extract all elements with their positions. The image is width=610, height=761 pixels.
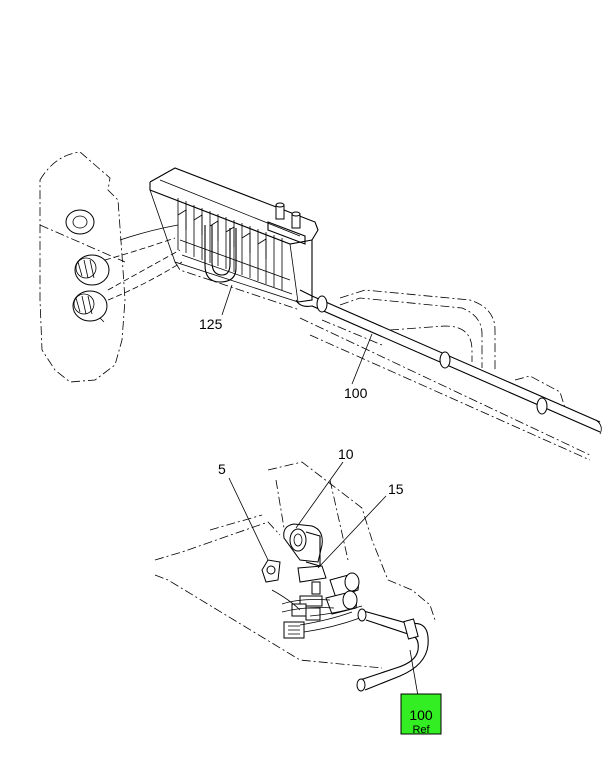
callout-15: 15 [388, 481, 404, 497]
ref-number: 100 [409, 707, 433, 723]
upper-assembly [39, 151, 602, 461]
ring-terminal-5 [261, 559, 281, 583]
lower-detail [154, 461, 436, 697]
callout-125: 125 [199, 316, 223, 332]
circuit-breaker-10 [283, 523, 323, 567]
terminal-posts [267, 202, 306, 245]
jumper-wire-125 [204, 225, 237, 283]
control-knob-middle [74, 254, 110, 286]
connector-plugs [283, 603, 321, 639]
bracket-15 [297, 565, 327, 607]
harness-loom-100 [295, 289, 602, 456]
callout-10: 10 [338, 446, 354, 462]
connector-pins [177, 198, 293, 295]
ref-label: Ref [412, 724, 430, 736]
callout-5: 5 [218, 461, 226, 477]
control-knob-lower [72, 290, 108, 323]
callout-100-upper: 100 [344, 385, 368, 401]
harness-loom-ref [356, 608, 429, 692]
control-knob-upper [65, 209, 95, 235]
ref-box-100[interactable]: 100 Ref [400, 693, 442, 736]
